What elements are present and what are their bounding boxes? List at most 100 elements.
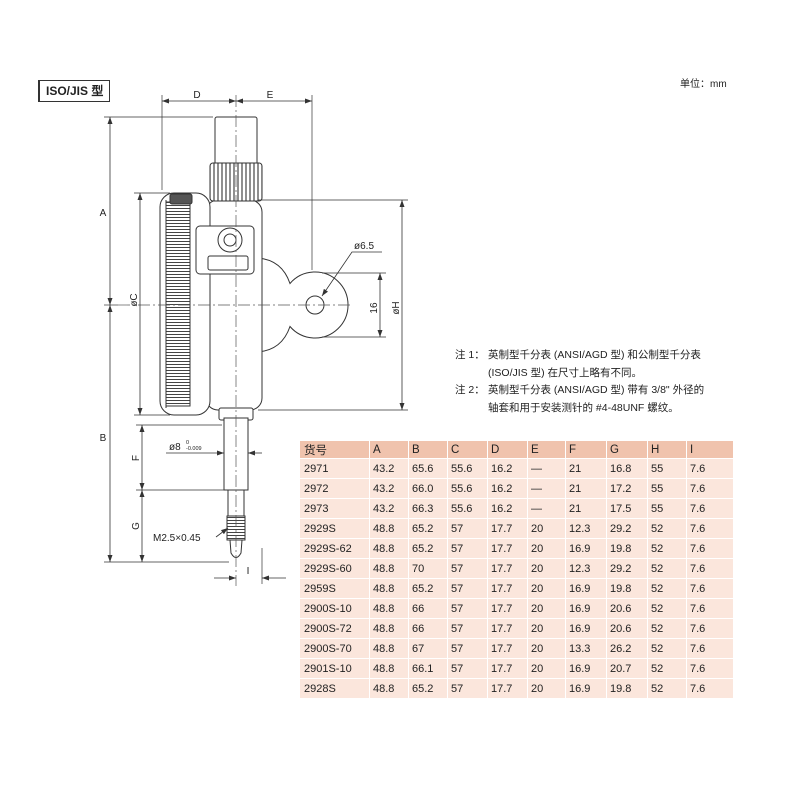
table-cell: 57 [447,518,488,539]
table-cell: 43.2 [369,478,409,499]
table-cell: 55.6 [447,458,488,479]
table-cell: 52 [647,538,687,559]
table-cell: 17.7 [487,678,528,699]
table-cell: 55 [647,458,687,479]
table-cell: 29.2 [606,518,648,539]
table-cell: 57 [447,578,488,599]
indicator-outline [159,116,349,558]
table-cell: 52 [647,638,687,659]
column-header-g: G [606,440,648,459]
model-cell: 2929S-62 [299,538,370,559]
note-2-label: 注 2： [455,384,485,396]
table-cell: 20 [527,618,566,639]
table-cell: 43.2 [369,458,409,479]
table-cell: 20.7 [606,658,648,679]
dimension-labels: D E A B øC F G øH 16 ø6.5 ø8 0 -0.009 M2… [100,90,402,577]
column-header-a: A [369,440,409,459]
contact-point-tip [229,539,243,558]
column-header-model: 货号 [299,440,370,459]
label-a: A [100,208,107,219]
table-cell: 55.6 [447,478,488,499]
table-cell: 7.6 [686,518,734,539]
table-cell: 57 [447,678,488,699]
table-cell: 13.3 [565,638,607,659]
table-cell: 7.6 [686,558,734,579]
model-cell: 2900S-72 [299,618,370,639]
label-h: øH [391,301,402,314]
table-cell: 48.8 [369,558,409,579]
column-header-b: B [408,440,448,459]
table-cell: 65.2 [408,518,448,539]
table-cell: 55.6 [447,498,488,519]
table-cell: 17.5 [606,498,648,519]
table-cell: 16.9 [565,538,607,559]
clamp-plate [207,255,249,271]
table-cell: 48.8 [369,598,409,619]
table-cell: 7.6 [686,618,734,639]
label-f: F [131,455,142,461]
table-cell: 7.6 [686,578,734,599]
table-cell: 17.7 [487,558,528,579]
table-cell: 7.6 [686,658,734,679]
table-cell: 21 [565,458,607,479]
table-cell: 20.6 [606,598,648,619]
model-cell: 2972 [299,478,370,499]
table-cell: 16.2 [487,458,528,479]
table-cell: 66 [408,618,448,639]
table-cell: 20 [527,518,566,539]
dial-indicator-drawing: D E A B øC F G øH 16 ø6.5 ø8 0 -0.009 M2… [100,90,408,586]
table-cell: 48.8 [369,578,409,599]
model-cell: 2901S-10 [299,658,370,679]
table-cell: — [527,478,566,499]
table-cell: 16.9 [565,598,607,619]
table-cell: 52 [647,558,687,579]
table-cell: 12.3 [565,558,607,579]
table-cell: 57 [447,658,488,679]
table-cell: 20 [527,598,566,619]
table-cell: 66.0 [408,478,448,499]
table-cell: 17.7 [487,538,528,559]
table-cell: 17.7 [487,618,528,639]
table-cell: 17.7 [487,598,528,619]
table-cell: 16.8 [606,458,648,479]
table-cell: 57 [447,638,488,659]
model-cell: 2929S-60 [299,558,370,579]
table-cell: 57 [447,618,488,639]
table-cell: 26.2 [606,638,648,659]
model-cell: 2973 [299,498,370,519]
table-cell: 7.6 [686,598,734,619]
table-cell: 66 [408,598,448,619]
table-cell: 52 [647,658,687,679]
table-cell: 19.8 [606,678,648,699]
table-cell: 7.6 [686,478,734,499]
column-header-d: D [487,440,528,459]
note-2-line-2: 轴套和用于安装测针的 #4-48UNF 螺纹。 [488,401,679,414]
table-cell: 7.6 [686,678,734,699]
note-1-line-1: 英制型千分表 (ANSI/AGD 型) 和公制型千分表 [488,349,701,361]
bezel-knurl [165,201,191,407]
label-stem-tol-lower: -0.009 [186,446,202,452]
table-cell: 65.2 [408,578,448,599]
table-cell: 12.3 [565,518,607,539]
table-cell: 21 [565,478,607,499]
column-header-i: I [686,440,734,459]
note-2-line-1: 英制型千分表 (ANSI/AGD 型) 带有 3/8" 外径的 [488,384,705,396]
table-cell: 48.8 [369,538,409,559]
column-header-h: H [647,440,687,459]
table-cell: 16.9 [565,618,607,639]
table-cell: 7.6 [686,458,734,479]
table-cell: 20 [527,558,566,579]
table-cell: 17.7 [487,638,528,659]
label-g: G [131,522,142,530]
note-2: 注 2： 英制型千分表 (ANSI/AGD 型) 带有 3/8" 外径的 轴套和… [455,382,704,417]
